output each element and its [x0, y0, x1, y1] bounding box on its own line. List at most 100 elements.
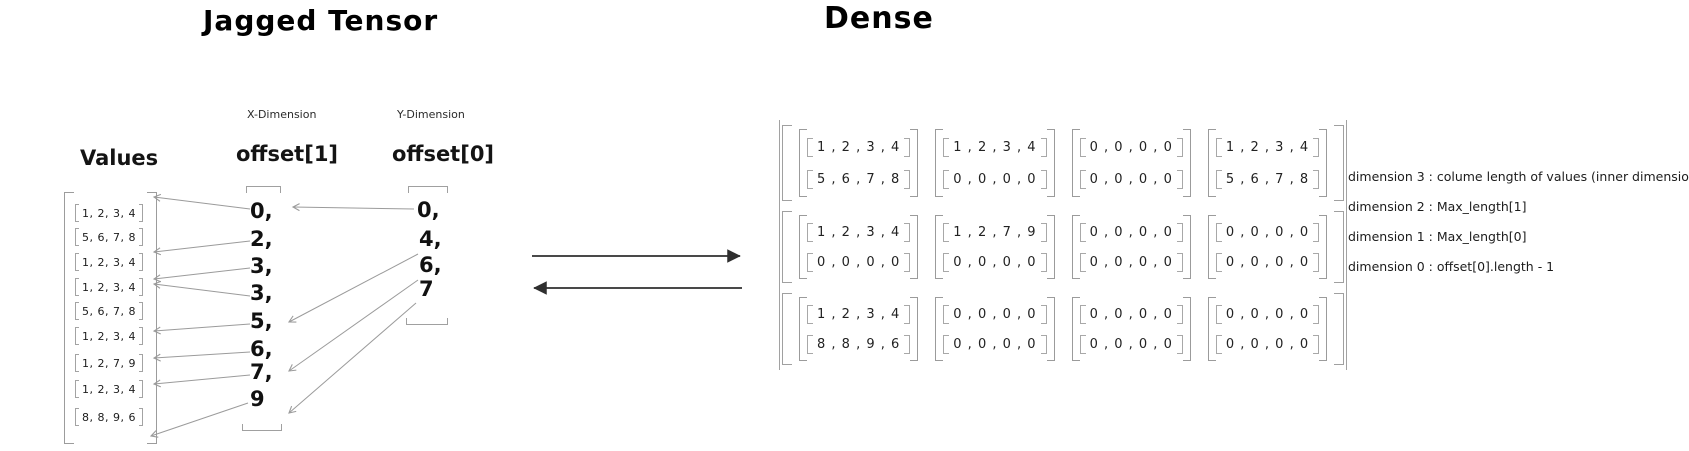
matrix-bracket-left: [799, 215, 807, 279]
matrix-row-bracket-right: [1313, 304, 1320, 324]
matrix-row-bracket-left: [1079, 137, 1086, 157]
row-bracket-right: [138, 408, 143, 426]
dense-row: 1 , 2 , 3 , 4 5 , 6 , 7 , 8 1 , 2 , 3 , …: [782, 125, 1345, 201]
values-label: Values: [80, 146, 159, 170]
matrix-bracket-left: [1071, 129, 1080, 197]
values-outer-bracket-left: [64, 192, 74, 444]
row-bracket-right: [138, 278, 143, 296]
matrix-row-bracket-right: [1040, 169, 1047, 189]
matrix-row-bracket-right: [1176, 334, 1183, 354]
matrix-row-bracket-right: [1040, 304, 1047, 324]
matrix-row-bracket-left: [1079, 169, 1086, 189]
jagged-tensor-title: Jagged Tensor: [203, 4, 439, 37]
matrix-row-bracket-left: [807, 252, 813, 272]
offset1-item: 6,: [250, 337, 273, 361]
dense-row-bracket-right: [1334, 293, 1345, 365]
matrix-bracket-left: [1207, 215, 1216, 279]
matrix-row-bracket-right: [1313, 137, 1320, 157]
dimension-annotation: dimension 3 : colume length of values (i…: [1348, 169, 1689, 184]
dimension-annotation: dimension 2 : Max_length[1]: [1348, 199, 1527, 214]
matrix-row-bracket-right: [1040, 222, 1047, 242]
offset0-label: offset[0]: [392, 142, 495, 166]
matrix-row-bracket-left: [943, 169, 950, 189]
matrix-row-bracket-left: [807, 334, 813, 354]
matrix-row-bracket-left: [807, 137, 813, 157]
matrix-row-bracket-left: [1215, 334, 1222, 354]
matrix-row-values: 1 , 2 , 7 , 9: [953, 224, 1037, 240]
dense-matrix: 0 , 0 , 0 , 0 0 , 0 , 0 , 0: [1071, 129, 1191, 197]
row-bracket-right: [138, 327, 143, 345]
matrix-bracket-right: [1182, 215, 1191, 279]
matrix-row-bracket-right: [904, 222, 911, 242]
matrix-bracket-left: [935, 215, 944, 279]
matrix-row-bracket-left: [1079, 304, 1086, 324]
row-bracket-left: [75, 253, 79, 271]
values-row: 1, 2, 3, 4: [75, 204, 143, 222]
matrix-bracket-left: [935, 129, 944, 197]
values-row-text: 5, 6, 7, 8: [82, 304, 136, 318]
values-row: 8, 8, 9, 6: [75, 408, 143, 426]
dense-row-bracket-right: [1334, 211, 1345, 283]
matrix-bracket-right: [1182, 129, 1191, 197]
offset1-item: 7,: [250, 360, 273, 384]
offset0-item: 0,: [417, 198, 440, 222]
matrix-row-values: 0 , 0 , 0 , 0: [1089, 171, 1173, 187]
matrix-bracket-right: [1046, 297, 1055, 361]
matrix-row-values: 0 , 0 , 0 , 0: [953, 254, 1037, 270]
row-bracket-left: [75, 354, 79, 372]
offset1-to-values-arrows: [149, 193, 251, 438]
row-bracket-left: [75, 204, 79, 222]
matrix-row-bracket-right: [1176, 169, 1183, 189]
dense-tensor: 1 , 2 , 3 , 4 5 , 6 , 7 , 8 1 , 2 , 3 , …: [779, 120, 1348, 370]
matrix-row-bracket-left: [943, 334, 950, 354]
matrix-row-bracket-right: [1176, 252, 1183, 272]
dense-matrix: 1 , 2 , 3 , 4 0 , 0 , 0 , 0: [799, 215, 919, 279]
row-bracket-left: [75, 278, 79, 296]
matrix-row-values: 0 , 0 , 0 , 0: [1089, 254, 1173, 270]
matrix-row-values: 0 , 0 , 0 , 0: [1089, 336, 1173, 352]
matrix-row-bracket-right: [1313, 252, 1320, 272]
matrix-bracket-left: [1207, 297, 1216, 361]
offset0-item: 7: [419, 277, 434, 301]
offset1-item: 2,: [250, 227, 273, 251]
dense-matrix: 0 , 0 , 0 , 0 0 , 0 , 0 , 0: [1071, 297, 1191, 361]
matrix-row-bracket-left: [1215, 169, 1222, 189]
conversion-arrows: [532, 249, 742, 295]
matrix-row-values: 8 , 8 , 9 , 6: [817, 336, 901, 352]
matrix-row-bracket-right: [904, 137, 911, 157]
row-bracket-left: [75, 302, 79, 320]
values-row: 1, 2, 7, 9: [75, 354, 143, 372]
offset0-item: 6,: [419, 253, 442, 277]
matrix-row-bracket-left: [1079, 334, 1086, 354]
row-bracket-right: [138, 354, 143, 372]
values-row-text: 1, 2, 7, 9: [82, 356, 136, 370]
matrix-bracket-left: [799, 129, 807, 197]
matrix-bracket-right: [910, 129, 919, 197]
values-row-text: 1, 2, 3, 4: [82, 329, 136, 343]
matrix-row-values: 0 , 0 , 0 , 0: [953, 171, 1037, 187]
values-row: 5, 6, 7, 8: [75, 302, 143, 320]
matrix-bracket-left: [1071, 215, 1080, 279]
matrix-row-bracket-left: [1215, 304, 1222, 324]
matrix-row-values: 0 , 0 , 0 , 0: [1089, 306, 1173, 322]
dense-grid: 1 , 2 , 3 , 4 5 , 6 , 7 , 8 1 , 2 , 3 , …: [780, 120, 1346, 370]
dense-row-bracket-left: [782, 211, 792, 283]
matrix-bracket-right: [1319, 215, 1328, 279]
dense-matrix: 1 , 2 , 3 , 4 8 , 8 , 9 , 6: [799, 297, 919, 361]
matrix-row-bracket-left: [1079, 252, 1086, 272]
dimension-annotations: dimension 3 : colume length of values (i…: [1348, 162, 1689, 282]
values-row: 1, 2, 3, 4: [75, 278, 143, 296]
matrix-bracket-right: [1046, 129, 1055, 197]
matrix-bracket-right: [910, 297, 919, 361]
matrix-bracket-right: [1182, 297, 1191, 361]
matrix-row-bracket-right: [1313, 334, 1320, 354]
matrix-row-bracket-left: [943, 137, 950, 157]
row-bracket-left: [75, 228, 79, 246]
matrix-row-bracket-left: [1215, 137, 1222, 157]
offset0-bottom-bracket: [406, 318, 448, 325]
matrix-row-bracket-left: [943, 252, 950, 272]
matrix-row-bracket-right: [904, 169, 911, 189]
matrix-row-values: 0 , 0 , 0 , 0: [953, 306, 1037, 322]
offset1-item: 3,: [250, 281, 273, 305]
